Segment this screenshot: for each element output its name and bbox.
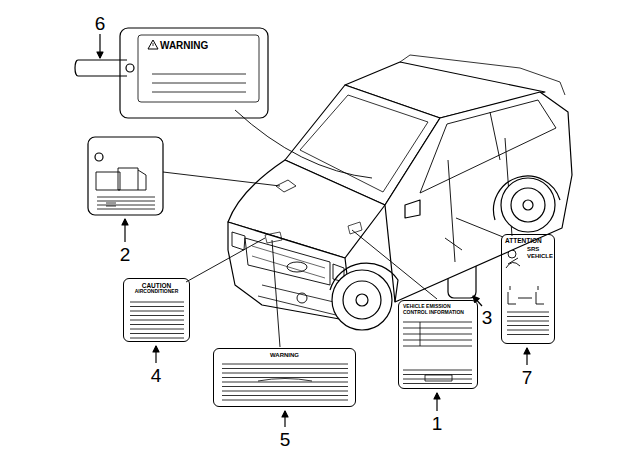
stroke [403, 383, 472, 384]
suv-body [228, 55, 572, 330]
stroke [222, 391, 348, 392]
stroke [97, 209, 155, 210]
label-sticker: WARNING [140, 37, 258, 102]
callout-number: 7 [515, 368, 539, 387]
stroke [403, 334, 472, 335]
stroke [222, 364, 348, 365]
stroke [130, 315, 184, 316]
stroke [130, 338, 184, 339]
stroke [97, 201, 155, 202]
stroke [507, 334, 549, 335]
stroke [152, 74, 246, 75]
stroke [97, 197, 155, 198]
callout-number: 3 [475, 308, 499, 327]
hood-label [88, 137, 163, 215]
warning-triangle [148, 40, 158, 49]
arrowhead [153, 346, 159, 352]
stroke [222, 373, 348, 374]
stroke [97, 205, 155, 206]
stroke [130, 333, 184, 334]
label-sticker: WARNING [213, 348, 356, 407]
stroke [222, 386, 348, 387]
sticker-text: SRS VEHICLE [527, 246, 555, 260]
stroke [222, 377, 348, 378]
arrowhead [434, 393, 440, 399]
sticker-heading: WARNING [218, 352, 351, 359]
sticker-heading: WARNING [160, 40, 254, 52]
stroke [403, 322, 472, 323]
stroke [130, 320, 184, 321]
stroke [403, 370, 472, 371]
arrowhead [122, 219, 128, 225]
tag-inner-border [138, 35, 259, 102]
arrowhead [524, 348, 530, 354]
stroke [507, 321, 549, 322]
label-sticker: ATTENTION SRS VEHICLE [501, 234, 555, 344]
sticker-text: AIRCONDITIONER [127, 289, 186, 295]
callout-number: 5 [273, 430, 297, 449]
stroke [507, 312, 549, 313]
arrowhead [97, 52, 103, 58]
stroke [507, 325, 549, 326]
stroke [130, 329, 184, 330]
stroke [507, 330, 549, 331]
stroke [507, 316, 549, 317]
tag-hole [126, 64, 134, 72]
sticker-heading: CAUTION [127, 282, 186, 289]
stroke [403, 379, 472, 380]
label-sticker: CAUTIONAIRCONDITIONER [123, 278, 190, 342]
stroke [403, 328, 472, 329]
callout-number: 1 [425, 414, 449, 433]
label-sticker: VEHICLE EMISSION CONTROL INFORMATION [398, 300, 478, 389]
stroke [403, 346, 472, 347]
leader-lines [163, 110, 503, 347]
sticker-heading: ATTENTION [505, 237, 551, 244]
callout-number: 4 [144, 366, 168, 385]
stroke [152, 92, 246, 93]
stroke [222, 368, 348, 369]
callout-number: 2 [113, 245, 137, 264]
arrowhead [473, 296, 479, 302]
stroke [222, 382, 348, 383]
arrowhead [282, 411, 288, 417]
stroke [222, 400, 348, 401]
label-text-lines [97, 35, 549, 400]
callout-number: 6 [88, 14, 112, 33]
stroke [403, 340, 472, 341]
stroke [130, 302, 184, 303]
warning-tag [120, 28, 268, 118]
stroke [130, 311, 184, 312]
stroke [222, 395, 348, 396]
stroke [420, 322, 421, 346]
stroke [152, 83, 246, 84]
sticker-heading: VEHICLE EMISSION CONTROL INFORMATION [403, 304, 473, 316]
callout-arrows [97, 34, 530, 427]
tag-strap [75, 60, 127, 76]
stroke [130, 324, 184, 325]
stroke [130, 306, 184, 307]
